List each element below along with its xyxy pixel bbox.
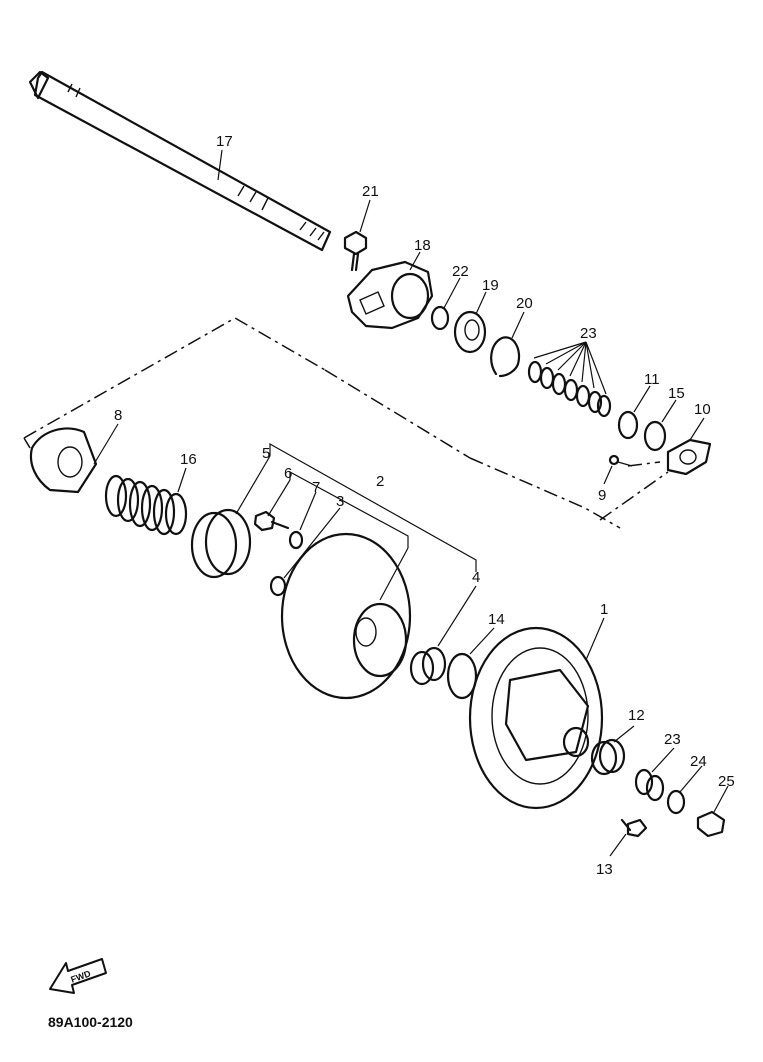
callout-23-lower: 23 [664,731,681,748]
part-13-bolt [620,818,648,838]
part-11-circlip [617,410,639,440]
part-15-washer [643,420,667,452]
part-8-cam [29,427,98,494]
part-5-ring [190,508,252,579]
part-25-bolt [696,810,726,838]
part-17-shaft [28,70,332,252]
part-22-washer [430,305,450,331]
part-9-screw [608,454,633,467]
part-10-cap [666,438,712,476]
callout-24: 24 [690,753,707,770]
part-23-shims [527,360,612,418]
part-18-bracket [346,260,434,330]
part-6-bolt [253,510,290,532]
callout-21: 21 [362,183,379,200]
part-12-cam [590,738,626,776]
callout-7: 7 [312,479,320,496]
fwd-arrow-icon: FWD [49,958,107,994]
callout-25: 25 [718,773,735,790]
callout-1: 1 [600,601,608,618]
callout-6: 6 [284,465,292,482]
part-3-weight [269,575,287,597]
callout-19: 19 [482,277,499,294]
part-21-bolt [343,230,368,272]
callout-5: 5 [262,445,270,462]
part-4-bushing [409,646,447,686]
callout-13: 13 [596,861,613,878]
part-16-spring [104,474,188,536]
part-19-bearing [453,310,487,354]
part-20-circlip [490,336,521,378]
callout-8: 8 [114,407,122,424]
callout-22: 22 [452,263,469,280]
part-14-washer [446,652,478,700]
assembly-outline [23,317,661,529]
callout-20: 20 [516,295,533,312]
callout-16: 16 [180,451,197,468]
callout-14: 14 [488,611,505,628]
callout-9: 9 [598,487,606,504]
leader-lines [93,149,729,857]
part-7-washer [288,530,304,550]
callout-12: 12 [628,707,645,724]
part-23-lower-shims [634,768,665,802]
drawing-code: 89A100-2120 [48,1014,133,1030]
callout-18: 18 [414,237,431,254]
callouts: 17 21 18 22 19 20 23 11 15 10 9 8 16 5 6… [114,133,735,878]
callout-11: 11 [644,371,660,388]
callout-17: 17 [216,133,233,150]
callout-10: 10 [694,401,711,418]
part-24-washer [666,789,686,815]
callout-23-upper: 23 [580,325,597,342]
callout-2: 2 [376,473,384,490]
callout-3: 3 [336,493,344,510]
callout-4: 4 [472,569,480,586]
part-1-fixed-sheave [468,626,604,810]
callout-15: 15 [668,385,685,402]
part-2-sheave [280,532,412,700]
